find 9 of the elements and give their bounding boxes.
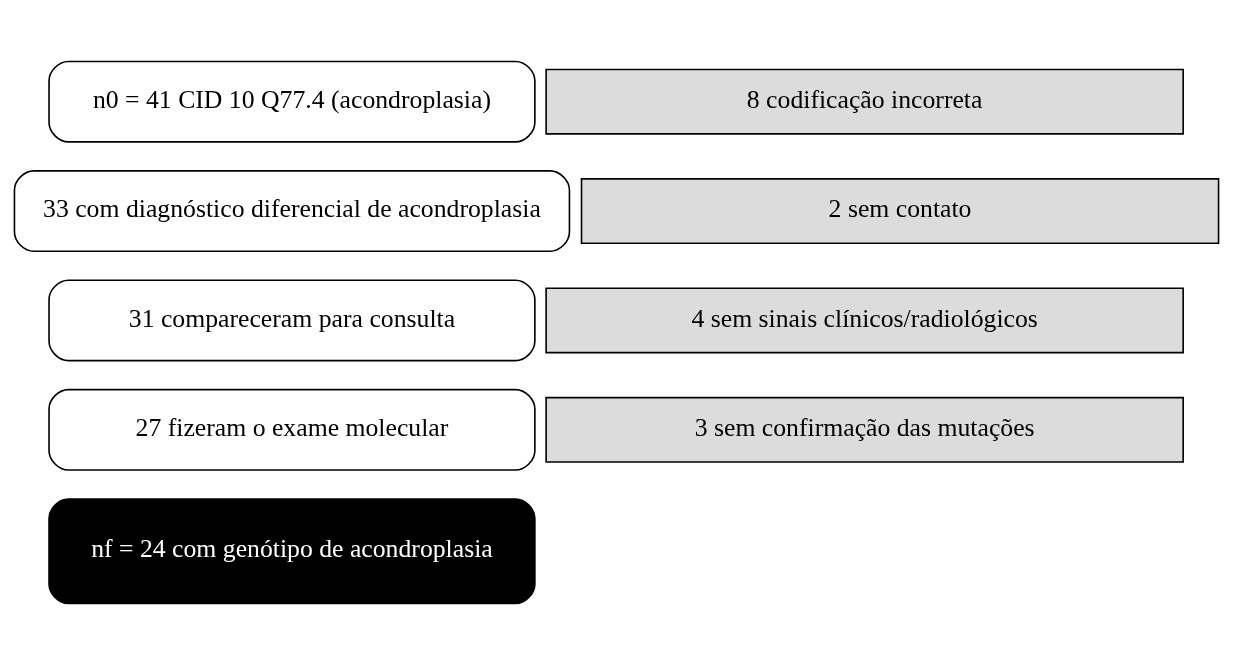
- node-box: 31 compareceram para consulta: [48, 278, 536, 361]
- node-box: 2 sem contato: [580, 177, 1220, 244]
- node-box: nf = 24 com genótipo de acondroplasia: [48, 497, 536, 604]
- node-box: 4 sem sinais clínicos/radiológicos: [545, 286, 1184, 353]
- node-box: 27 fizeram o exame molecular: [48, 388, 536, 471]
- node-box: n0 = 41 CID 10 Q77.4 (acondroplasia): [48, 60, 536, 143]
- node-box: 3 sem confirmação das mutações: [545, 396, 1184, 463]
- node-box: 8 codificação incorreta: [545, 68, 1184, 135]
- node-box: 33 com diagnóstico diferencial de acondroplasia: [13, 169, 571, 252]
